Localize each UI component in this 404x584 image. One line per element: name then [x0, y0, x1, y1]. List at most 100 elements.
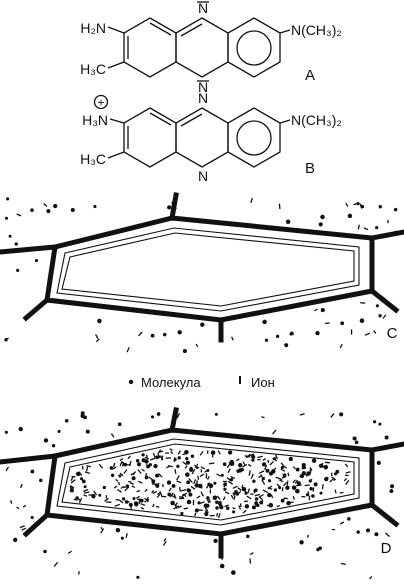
ion-mark [69, 486, 72, 490]
molecule-dot [162, 332, 167, 337]
ion-mark [156, 473, 160, 478]
ion-mark [83, 488, 89, 493]
ion-mark [247, 463, 252, 467]
ion-mark [254, 493, 261, 497]
ion-mark [304, 473, 308, 477]
molecule-dot [246, 534, 250, 539]
molecule-dot [318, 546, 322, 551]
molecule-dot [238, 463, 243, 468]
ion-mark [261, 479, 266, 485]
ion-mark [233, 495, 236, 501]
ion-mark [136, 489, 141, 493]
molecule-dot [285, 219, 291, 225]
molecule-dot [318, 222, 323, 227]
molecule-dot [265, 468, 270, 473]
ion-mark [242, 463, 248, 468]
ion-mark [144, 488, 148, 493]
ion-mark [138, 480, 143, 484]
ion-mark [306, 534, 310, 538]
ion-mark [123, 486, 128, 489]
ion-mark [312, 487, 315, 492]
molecule-dot [267, 492, 272, 498]
ion-mark [197, 475, 200, 480]
molecule-dot [188, 492, 193, 497]
ion-mark [250, 552, 254, 556]
ion-mark [115, 478, 119, 482]
ion-mark [204, 507, 209, 512]
cell-d-wall-left [0, 453, 58, 465]
molecule-dot [186, 488, 190, 492]
molecule-dot [136, 575, 140, 579]
molecule-dot [141, 453, 145, 457]
ion-mark [119, 458, 124, 461]
ion-mark [250, 473, 254, 480]
cell-c-wall-left-bottom [22, 296, 51, 322]
ion-mark [95, 334, 99, 339]
molecule-dot [144, 459, 149, 464]
cell-d-particles-outside [4, 411, 395, 580]
molecule-dot [170, 500, 175, 506]
molecule-b-amino-group: H₃N [82, 112, 108, 128]
molecule-dot [30, 208, 34, 212]
molecule-dot [301, 462, 306, 468]
ion-mark [267, 459, 270, 464]
molecule-b-methyl-group: H₃C [80, 151, 106, 167]
molecule-dot [115, 528, 121, 533]
ion-mark [195, 343, 199, 348]
molecule-dot [156, 412, 161, 416]
ion-mark [345, 474, 349, 477]
ion-mark [216, 495, 221, 500]
ion-mark [131, 485, 136, 488]
ion-mark [180, 489, 187, 492]
ion-mark [208, 462, 215, 465]
molecule-dot [347, 213, 353, 219]
ion-mark [145, 463, 149, 469]
cell-c-label: C [387, 325, 398, 342]
ion-mark [268, 487, 273, 490]
ion-mark [216, 512, 219, 517]
ion-mark [148, 476, 154, 481]
molecule-dot [150, 415, 155, 419]
ion-mark [176, 475, 180, 481]
molecule-dot [244, 491, 248, 495]
ion-mark [345, 480, 350, 485]
molecule-dot [213, 481, 217, 485]
ion-mark [226, 477, 231, 481]
positive-charge-icon [93, 94, 109, 110]
molecule-dot [229, 477, 234, 482]
molecule-dot [51, 444, 56, 448]
ion-mark [200, 466, 206, 470]
molecule-dot [309, 486, 313, 491]
cell-d: D [0, 407, 404, 580]
molecule-dot [210, 450, 216, 455]
ion-mark [196, 495, 201, 499]
ion-mark [269, 461, 274, 466]
ion-mark [208, 498, 211, 503]
molecule-dot [284, 343, 289, 348]
molecule-dot [365, 528, 371, 533]
molecule-dot [286, 500, 291, 506]
ion-mark [138, 331, 143, 337]
ion-mark [159, 491, 163, 497]
molecule-a-ring-nitrogen-bottom: N [198, 79, 208, 95]
ion-mark [199, 450, 204, 456]
ion-mark [110, 433, 115, 438]
ion-mark [78, 497, 83, 504]
ion-mark [152, 490, 158, 495]
ion-mark [93, 490, 98, 496]
ion-mark [121, 461, 125, 465]
molecule-dot [378, 204, 383, 209]
ion-mark [149, 457, 156, 461]
cell-d-label: D [381, 540, 392, 557]
molecule-dot [315, 330, 320, 336]
molecule-dot [254, 497, 259, 501]
ion-mark [198, 509, 203, 512]
molecule-dot [339, 412, 344, 417]
ion-mark [369, 575, 373, 580]
molecule-dot [354, 440, 359, 445]
molecule-dot [80, 411, 85, 416]
ion-mark [114, 503, 121, 507]
ion-mark [238, 505, 242, 510]
ion-mark [272, 429, 277, 435]
cell-d-wall-left-bottom [22, 511, 51, 538]
